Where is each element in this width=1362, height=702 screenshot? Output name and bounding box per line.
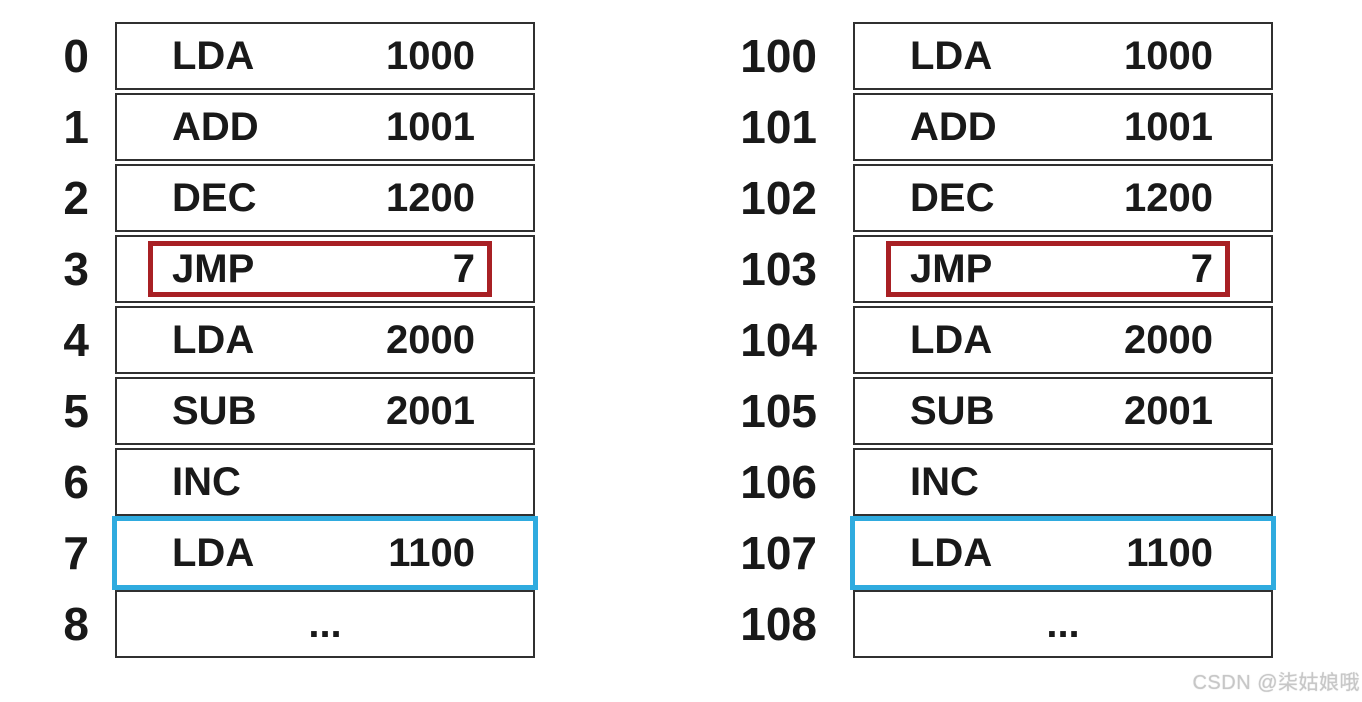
opcode-text: DEC [172,176,257,220]
operand-text: 2000 [1124,318,1213,362]
memory-cell: ... [853,590,1273,658]
memory-cell: LDA 1000 [115,22,535,90]
opcode-text: DEC [910,176,995,220]
opcode-text: LDA [910,34,993,78]
opcode-text: SUB [910,389,995,433]
memory-cell: ADD 1001 [115,93,535,161]
opcode-text: ADD [172,105,259,149]
memory-cell: LDA 1000 [853,22,1273,90]
memory-cell: JMP 7 [853,235,1273,303]
address-label: 107 [740,527,817,579]
memory-row: 8 ... [48,590,535,658]
memory-table-load-address-100: 100 LDA 1000 101 ADD 1001 102 DEC 1200 1… [715,22,1276,658]
address-label: 6 [63,456,89,508]
address-label: 8 [63,598,89,650]
watermark: CSDN @柒姑娘哦 [1192,672,1360,694]
address-label: 105 [740,385,817,437]
memory-cell: LDA 1100 [112,516,538,590]
opcode-text: LDA [172,318,255,362]
opcode-text: JMP [172,247,255,291]
address-label: 104 [740,314,817,366]
memory-row: 105 SUB 2001 [715,377,1273,445]
memory-cell: ADD 1001 [853,93,1273,161]
memory-row: 7 LDA 1100 [48,516,538,590]
operand-text: 1000 [386,34,475,78]
opcode-text: LDA [172,531,255,575]
opcode-text: INC [910,460,979,504]
address-label: 5 [63,385,89,437]
address-label: 102 [740,172,817,224]
memory-row: 102 DEC 1200 [715,164,1273,232]
memory-table-load-address-0: 0 LDA 1000 1 ADD 1001 2 DEC 1200 3 JMP 7… [48,22,538,658]
memory-row: 4 LDA 2000 [48,306,535,374]
operand-text: 1100 [388,531,475,575]
operand-text: 1200 [386,176,475,220]
address-label: 101 [740,101,817,153]
memory-cell: LDA 2000 [853,306,1273,374]
memory-row: 106 INC [715,448,1273,516]
address-label: 2 [63,172,89,224]
address-label: 3 [63,243,89,295]
opcode-text: ... [1046,602,1080,646]
memory-cell: INC [115,448,535,516]
address-label: 106 [740,456,817,508]
operand-text: 1001 [386,105,475,149]
opcode-text: ... [308,602,342,646]
operand-text: 7 [1190,247,1213,291]
memory-row: 0 LDA 1000 [48,22,535,90]
memory-row: 107 LDA 1100 [715,516,1276,590]
address-label: 4 [63,314,89,366]
operand-text: 7 [452,247,475,291]
operand-text: 1000 [1124,34,1213,78]
address-label: 108 [740,598,817,650]
memory-row: 101 ADD 1001 [715,93,1273,161]
memory-cell: DEC 1200 [115,164,535,232]
memory-cell: JMP 7 [115,235,535,303]
memory-row: 5 SUB 2001 [48,377,535,445]
memory-cell: ... [115,590,535,658]
memory-row: 3 JMP 7 [48,235,535,303]
address-label: 1 [63,101,89,153]
memory-cell: LDA 1100 [850,516,1276,590]
address-label: 7 [63,527,89,579]
memory-cell: SUB 2001 [853,377,1273,445]
memory-row: 108 ... [715,590,1273,658]
memory-cell: LDA 2000 [115,306,535,374]
address-label: 0 [63,30,89,82]
memory-row: 6 INC [48,448,535,516]
address-label: 100 [740,30,817,82]
memory-cell: DEC 1200 [853,164,1273,232]
operand-text: 1001 [1124,105,1213,149]
opcode-text: LDA [910,531,993,575]
opcode-text: JMP [910,247,993,291]
memory-row: 104 LDA 2000 [715,306,1273,374]
memory-row: 103 JMP 7 [715,235,1273,303]
address-label: 103 [740,243,817,295]
operand-text: 2001 [1124,389,1213,433]
memory-cell: INC [853,448,1273,516]
opcode-text: LDA [910,318,993,362]
operand-text: 1200 [1124,176,1213,220]
operand-text: 2001 [386,389,475,433]
opcode-text: SUB [172,389,257,433]
memory-row: 1 ADD 1001 [48,93,535,161]
operand-text: 1100 [1126,531,1213,575]
opcode-text: LDA [172,34,255,78]
opcode-text: ADD [910,105,997,149]
operand-text: 2000 [386,318,475,362]
memory-row: 2 DEC 1200 [48,164,535,232]
opcode-text: INC [172,460,241,504]
memory-row: 100 LDA 1000 [715,22,1273,90]
memory-cell: SUB 2001 [115,377,535,445]
